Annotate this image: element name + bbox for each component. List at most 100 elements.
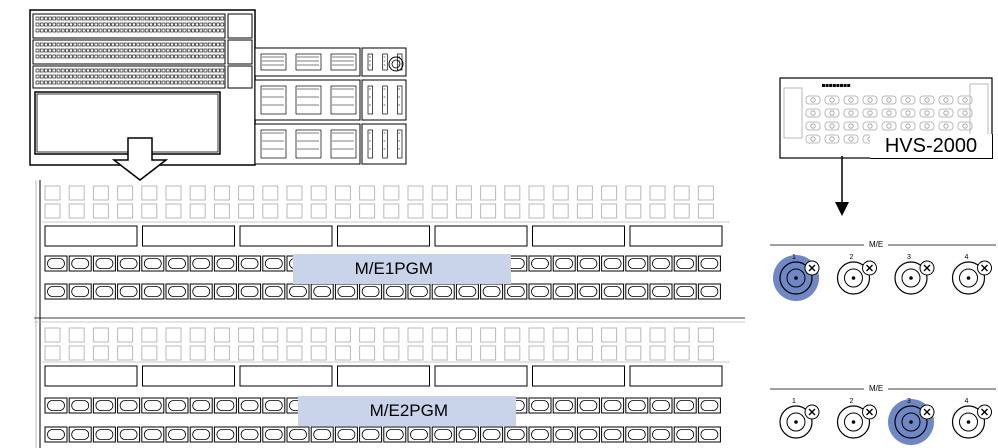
key-button (455, 185, 472, 201)
source-name-display (337, 365, 430, 387)
key-button (68, 203, 85, 219)
source-name-display (239, 225, 333, 247)
key-button (68, 185, 85, 201)
rear-port (900, 108, 916, 118)
key-button (431, 185, 448, 201)
key-button (673, 345, 690, 361)
port-number: 4 (965, 254, 969, 261)
source-name-display (532, 365, 625, 387)
key-button (528, 185, 545, 201)
key-button (286, 345, 303, 361)
key-button (334, 185, 351, 201)
key-button (504, 327, 521, 343)
key-button (455, 327, 472, 343)
overview-module (361, 47, 407, 77)
key-button (117, 185, 134, 201)
rear-port (824, 95, 840, 105)
overview-knob (388, 56, 404, 72)
key-button (141, 327, 158, 343)
key-button (407, 185, 424, 201)
rear-port (805, 121, 821, 131)
source-name-display (532, 225, 625, 247)
rear-port (919, 108, 935, 118)
overview-key-row (32, 65, 226, 89)
rear-port (938, 108, 954, 118)
key-button (165, 185, 182, 201)
key-button (431, 203, 448, 219)
rear-port (957, 95, 973, 105)
rear-port (824, 134, 840, 144)
key-button (310, 327, 327, 343)
key-button (601, 185, 618, 201)
key-button (431, 327, 448, 343)
rear-port (881, 121, 897, 131)
rear-led (822, 84, 825, 87)
key-button (92, 345, 109, 361)
key-button (359, 203, 376, 219)
rear-port (862, 95, 878, 105)
source-name-display (629, 225, 723, 247)
key-button (286, 185, 303, 201)
device-label: HVS-2000 (870, 134, 993, 159)
key-button (649, 203, 666, 219)
overview-module (254, 123, 361, 165)
key-button (455, 203, 472, 219)
key-button (504, 345, 521, 361)
key-button (480, 185, 497, 201)
key-button (213, 203, 230, 219)
key-button (383, 327, 400, 343)
key-button (504, 203, 521, 219)
rear-port (919, 121, 935, 131)
key-button (310, 345, 327, 361)
key-button (334, 345, 351, 361)
connector-group-label: M/E (867, 384, 886, 393)
port-number: 2 (850, 398, 854, 405)
rear-led (847, 84, 851, 87)
me2-pgm-label: M/E2PGM (369, 401, 448, 420)
key-button (44, 345, 61, 361)
source-name-display (337, 225, 430, 247)
rear-led (829, 84, 833, 87)
rear-port (881, 108, 897, 118)
key-button (213, 345, 230, 361)
rear-port (805, 108, 821, 118)
key-button (697, 185, 714, 201)
rear-port (938, 121, 954, 131)
source-name-display (239, 365, 333, 387)
key-button (92, 327, 109, 343)
key-button (213, 185, 230, 201)
rear-port (881, 95, 897, 105)
key-button (383, 185, 400, 201)
source-name-display (434, 365, 528, 387)
key-button (141, 185, 158, 201)
key-button (625, 203, 642, 219)
rear-port (805, 134, 821, 144)
key-button (92, 185, 109, 201)
key-button (68, 345, 85, 361)
key-button (238, 327, 255, 343)
port-number: 1 (792, 254, 796, 261)
rear-port (862, 108, 878, 118)
source-name-display (44, 365, 138, 387)
me2-pgm-highlight (298, 396, 516, 426)
rear-led (840, 84, 843, 87)
key-button (625, 327, 642, 343)
connector-group-label: M/E (867, 240, 886, 249)
key-button (141, 203, 158, 219)
key-button (334, 327, 351, 343)
key-button (576, 345, 593, 361)
key-button (480, 345, 497, 361)
key-button (407, 345, 424, 361)
key-button (189, 203, 206, 219)
key-button (697, 345, 714, 361)
key-button (576, 203, 593, 219)
key-button (165, 203, 182, 219)
rear-port (919, 95, 935, 105)
source-name-display (629, 365, 723, 387)
rear-port (957, 108, 973, 118)
key-button (44, 327, 61, 343)
key-button (673, 203, 690, 219)
key-button (601, 327, 618, 343)
source-name-display (434, 225, 528, 247)
key-button (552, 327, 569, 343)
